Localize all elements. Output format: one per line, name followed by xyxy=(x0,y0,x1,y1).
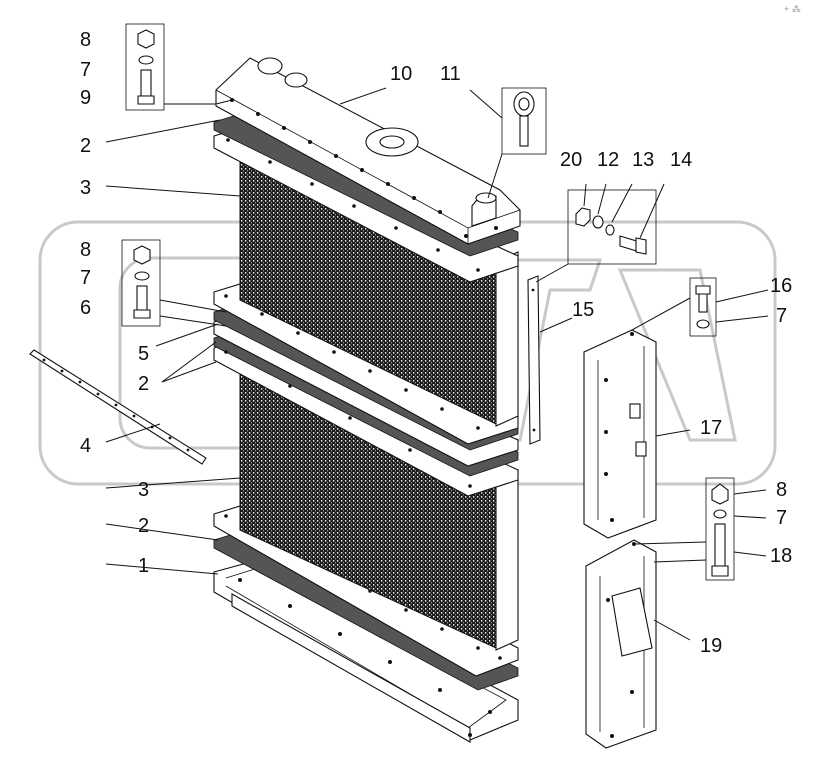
leader-lines xyxy=(105,87,769,641)
callout-17: 17 xyxy=(700,417,722,439)
callout-5: 5 xyxy=(138,343,149,365)
nut-icon xyxy=(133,245,151,265)
side-strap xyxy=(527,275,541,445)
upper-radiator-core xyxy=(239,139,519,427)
bolt-icon xyxy=(698,291,708,313)
callout-13: 13 xyxy=(632,149,654,171)
callout-20: 20 xyxy=(560,149,582,171)
nut-icon xyxy=(575,207,591,227)
bolt-icon xyxy=(136,285,148,311)
fastener-group-16 xyxy=(689,277,717,337)
callout-8: 8 xyxy=(80,239,91,261)
washer-icon xyxy=(138,55,154,65)
washer-icon xyxy=(696,319,710,329)
callout-6: 6 xyxy=(80,297,91,319)
bottom-tank xyxy=(213,559,519,743)
washer-icon xyxy=(134,271,150,281)
callout-11: 11 xyxy=(440,63,461,85)
callout-7: 7 xyxy=(776,305,787,327)
callout-2: 2 xyxy=(138,515,149,537)
side-bracket-19 xyxy=(585,539,657,749)
washer-icon xyxy=(713,509,727,519)
tie-bar xyxy=(29,349,207,465)
callout-labels: 8 7 9 10 11 2 3 20 12 13 14 8 7 6 5 2 15… xyxy=(80,29,792,657)
lower-radiator-core xyxy=(239,363,519,651)
callout-8: 8 xyxy=(80,29,91,51)
eye-bolt-group xyxy=(501,87,547,155)
bolt-icon xyxy=(140,69,152,97)
fastener-group-top-left xyxy=(125,23,165,111)
callout-3: 3 xyxy=(138,479,149,501)
top-tank xyxy=(215,57,521,245)
nut-icon xyxy=(711,483,729,505)
callout-19: 19 xyxy=(700,635,722,657)
fastener-group-18 xyxy=(705,477,735,581)
fastener-group-mid-left xyxy=(121,239,161,327)
washer-icon xyxy=(592,215,604,229)
corner-mark: + ⁂ xyxy=(784,4,801,14)
bolt-icon xyxy=(714,523,726,567)
nut-icon xyxy=(137,29,155,49)
fastener-group-right xyxy=(567,189,657,265)
callout-4: 4 xyxy=(80,435,91,457)
callout-7: 7 xyxy=(80,267,91,289)
side-bracket-17 xyxy=(583,329,657,539)
callout-9: 9 xyxy=(80,87,91,109)
callout-7: 7 xyxy=(80,59,91,81)
callout-18: 18 xyxy=(770,545,792,567)
callout-10: 10 xyxy=(390,63,412,85)
callout-15: 15 xyxy=(572,299,594,321)
callout-2: 2 xyxy=(80,135,91,157)
callout-12: 12 xyxy=(597,149,619,171)
washer-icon xyxy=(605,224,615,236)
callout-2: 2 xyxy=(138,373,149,395)
callout-3: 3 xyxy=(80,177,91,199)
callout-8: 8 xyxy=(776,479,787,501)
callout-16: 16 xyxy=(770,275,792,297)
callout-7: 7 xyxy=(776,507,787,529)
callout-1: 1 xyxy=(138,555,149,577)
callout-14: 14 xyxy=(670,149,692,171)
